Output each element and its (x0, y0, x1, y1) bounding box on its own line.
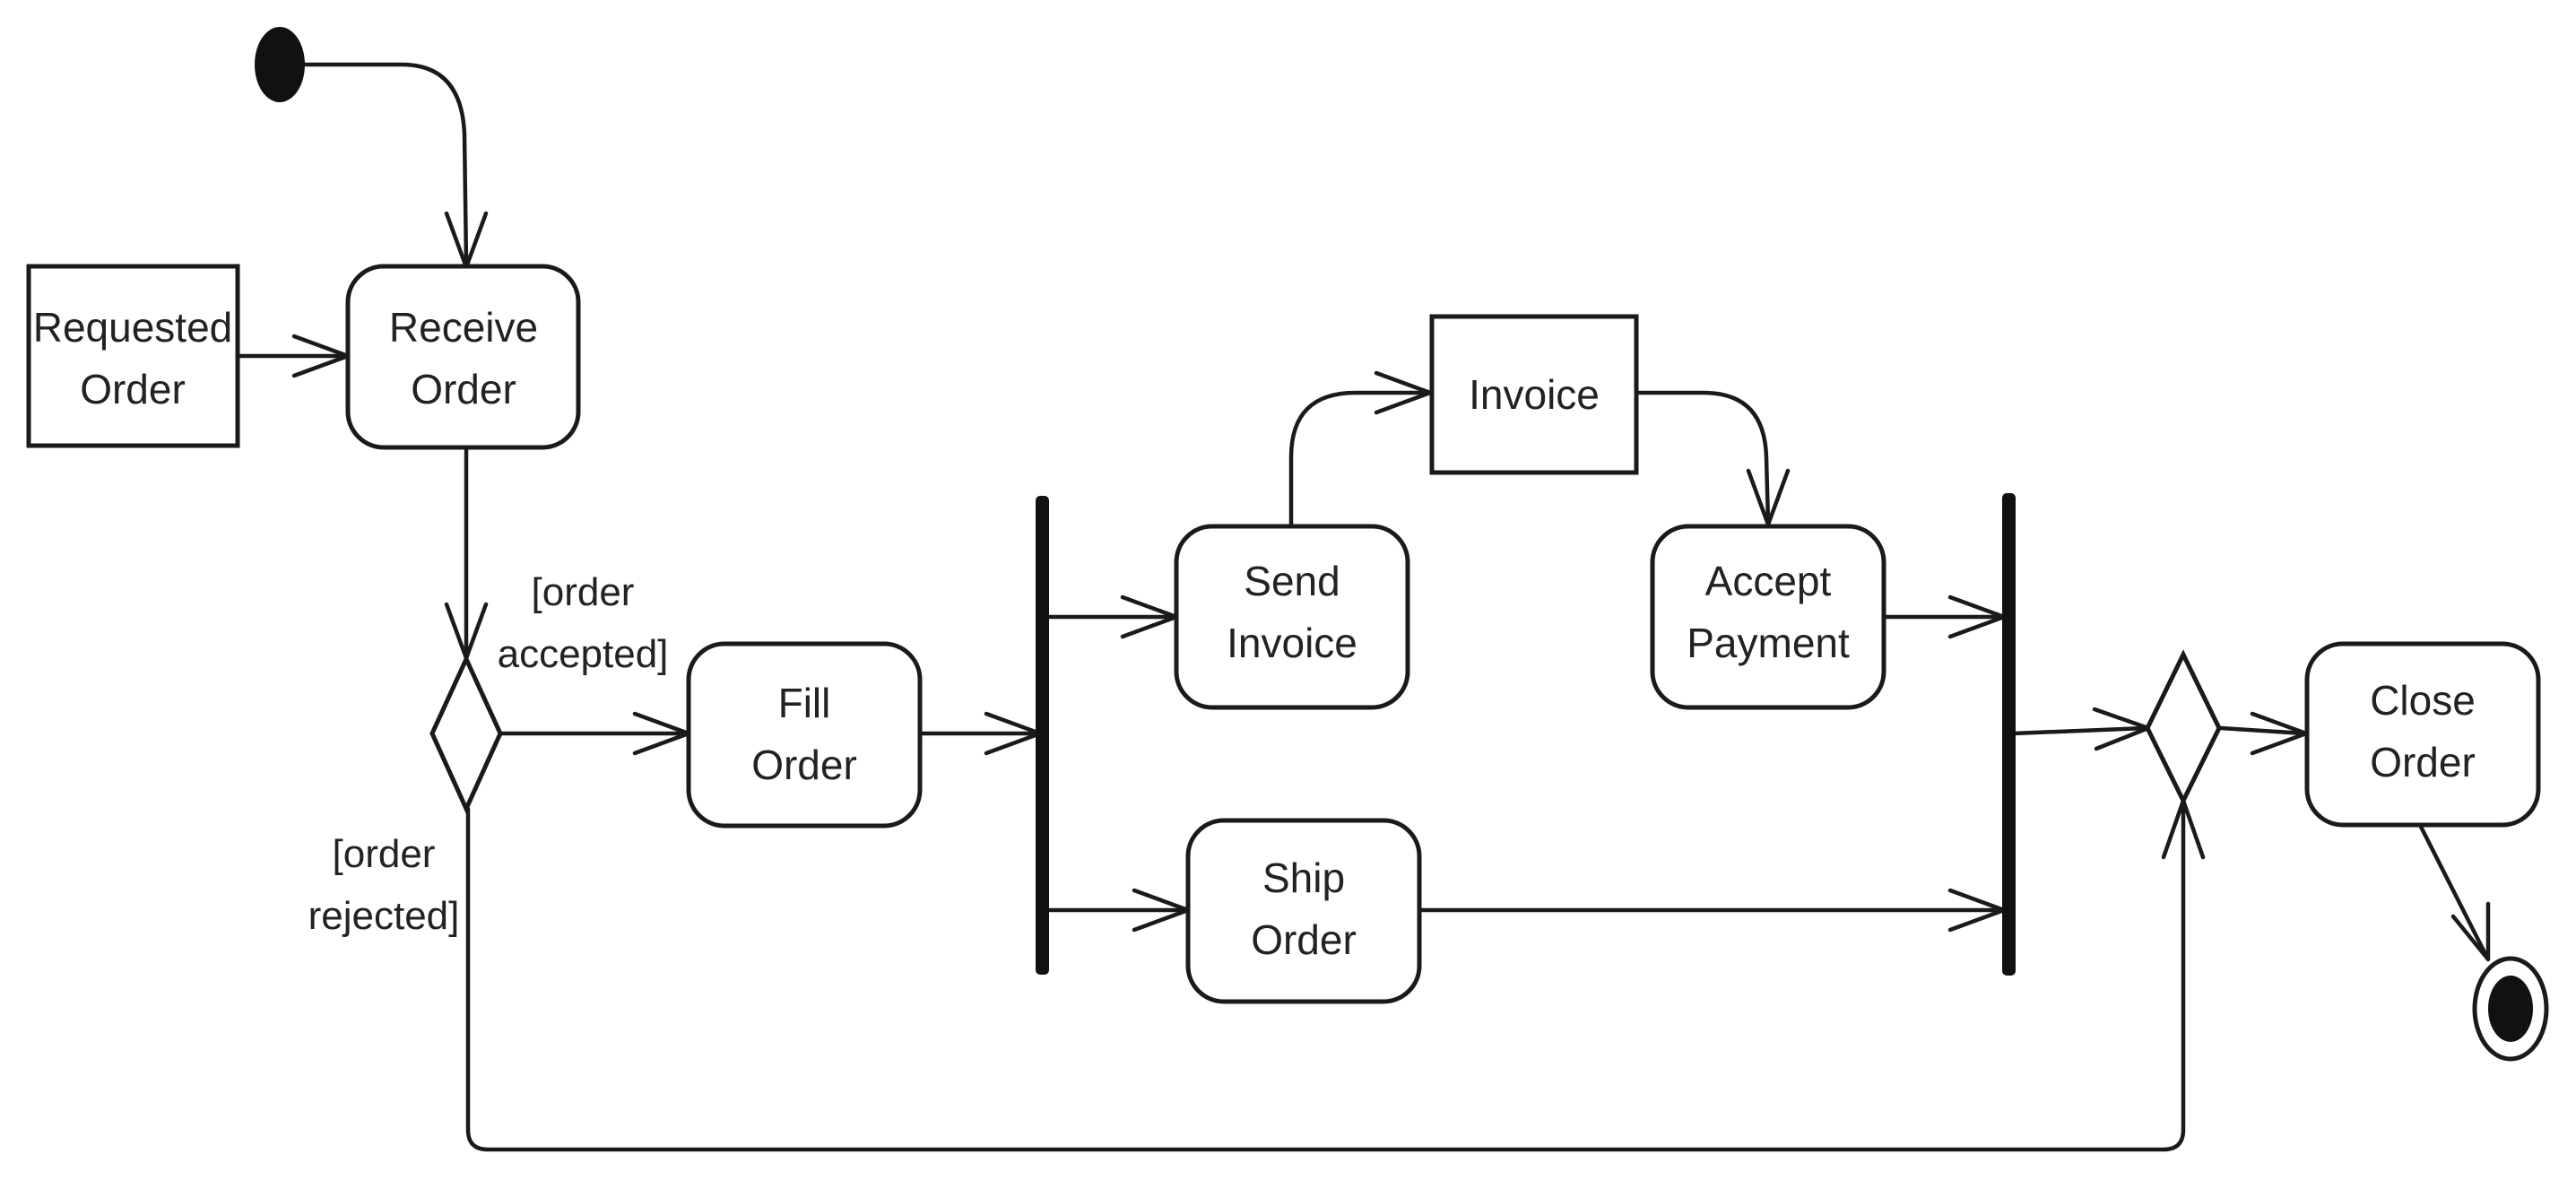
decision-node (429, 653, 503, 815)
fill-order-label-line-1: Fill (778, 680, 831, 726)
requested-order-object-node: Requested Order (26, 264, 240, 448)
fill-order-label-line-2: Order (751, 742, 857, 788)
join-bar (2002, 493, 2016, 976)
receive-order-action: Receive Order (345, 264, 581, 450)
close-order-label-line-2: Order (2370, 739, 2476, 785)
send-invoice-label-line-2: Invoice (1227, 620, 1357, 666)
edge-merge-to-close-order (2218, 725, 2307, 736)
guard-order-rejected-line-1: [order (333, 832, 436, 876)
guard-order-accepted: [order accepted] (498, 570, 669, 676)
edge-invoice-to-accept-payment (1634, 390, 1771, 525)
guard-order-rejected-line-2: rejected] (308, 894, 460, 938)
accept-payment-label-line-1: Accept (1705, 558, 1832, 604)
edge-close-order-to-final (2418, 824, 2490, 960)
close-order-label-line-1: Close (2370, 677, 2476, 724)
ship-order-action: Ship Order (1185, 818, 1422, 1004)
requested-order-label-line-1: Requested (33, 304, 233, 351)
guard-order-accepted-line-2: accepted] (498, 632, 669, 676)
edge-join-to-merge (2010, 725, 2148, 736)
arrowhead-final (2450, 901, 2491, 962)
send-invoice-label-line-1: Send (1244, 558, 1340, 604)
fork-bar (1036, 496, 1049, 975)
ship-order-label-line-1: Ship (1262, 855, 1345, 901)
requested-order-label-line-2: Order (80, 366, 186, 412)
edge-send-invoice-to-invoice (1288, 390, 1431, 527)
initial-node (255, 27, 305, 102)
guard-order-accepted-line-1: [order (532, 570, 635, 614)
edge-initial-to-receive-order (302, 62, 469, 267)
invoice-label: Invoice (1469, 371, 1600, 418)
receive-order-label-line-1: Receive (389, 304, 538, 351)
ship-order-label-line-2: Order (1251, 916, 1357, 963)
receive-order-label-line-2: Order (411, 366, 516, 412)
final-node (2472, 956, 2549, 1062)
guard-order-rejected: [order rejected] (308, 832, 460, 938)
fill-order-action: Fill Order (686, 641, 923, 829)
accept-payment-action: Accept Payment (1650, 524, 1886, 710)
invoice-object-node: Invoice (1429, 314, 1639, 475)
edge-decision-to-merge-rejected (465, 800, 2186, 1152)
accept-payment-label-line-2: Payment (1687, 620, 1850, 666)
merge-node (2145, 649, 2222, 806)
close-order-action: Close Order (2304, 641, 2541, 828)
send-invoice-action: Send Invoice (1174, 524, 1410, 710)
